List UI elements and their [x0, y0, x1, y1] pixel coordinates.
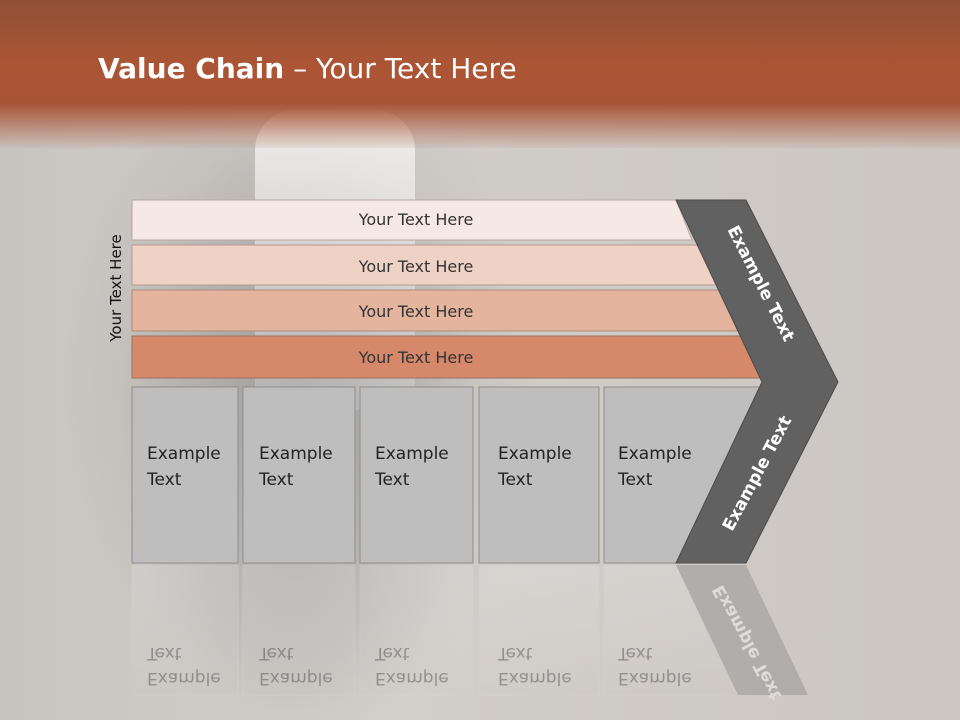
chevron-shape — [675, 199, 839, 564]
reflection-box-2-text: Text — [258, 643, 294, 663]
box-group: Example Text Example Text Example Text E… — [131, 386, 763, 564]
reflection-box-5-text2: Example — [618, 668, 692, 688]
reflection-box-2-text2: Example — [259, 668, 333, 688]
box-3-line2: Text — [374, 470, 410, 490]
reflection-box-5-text: Text — [617, 643, 653, 663]
reflection-box-1 — [131, 564, 239, 696]
reflection: Text Text Text Text Text Example Example… — [131, 564, 808, 703]
slide-title[interactable]: Value Chain – Your Text Here — [98, 52, 517, 85]
box-2-line2: Text — [258, 470, 294, 490]
reflection-box-4-text: Text — [497, 643, 533, 663]
title-band — [0, 0, 960, 148]
reflection-box-1-text2: Example — [147, 668, 221, 688]
box-5-line2: Text — [617, 470, 653, 490]
title-rest-text: – Your Text Here — [284, 52, 517, 85]
bar-1-label: Your Text Here — [358, 210, 474, 229]
title-bold-text: Value Chain — [98, 52, 285, 85]
box-5-line1: Example — [618, 444, 692, 464]
box-2-line1: Example — [259, 444, 333, 464]
reflection-box-3-text2: Example — [375, 668, 449, 688]
bar-4-label: Your Text Here — [358, 348, 474, 367]
reflection-box-3 — [359, 564, 474, 696]
reflection-box-3-text: Text — [374, 643, 410, 663]
box-4[interactable] — [478, 386, 600, 564]
box-4-line1: Example — [498, 444, 572, 464]
box-1[interactable] — [131, 386, 239, 564]
reflection-box-5 — [603, 564, 743, 696]
box-3[interactable] — [359, 386, 474, 564]
bar-2-label: Your Text Here — [358, 257, 474, 276]
box-1-line2: Text — [146, 470, 182, 490]
box-4-line2: Text — [497, 470, 533, 490]
bar-3-label: Your Text Here — [358, 302, 474, 321]
reflection-box-1-text: Text — [146, 643, 182, 663]
bar-group: Your Text Here Your Text Here Your Text … — [131, 199, 765, 379]
bar-1[interactable] — [131, 199, 693, 241]
box-2[interactable] — [242, 386, 356, 564]
reflection-box-4-text2: Example — [498, 668, 572, 688]
reflection-box-2 — [242, 564, 356, 696]
box-1-line1: Example — [147, 444, 221, 464]
reflection-box-4 — [478, 564, 600, 696]
reflection-chevron — [676, 565, 808, 695]
box-3-line1: Example — [375, 444, 449, 464]
